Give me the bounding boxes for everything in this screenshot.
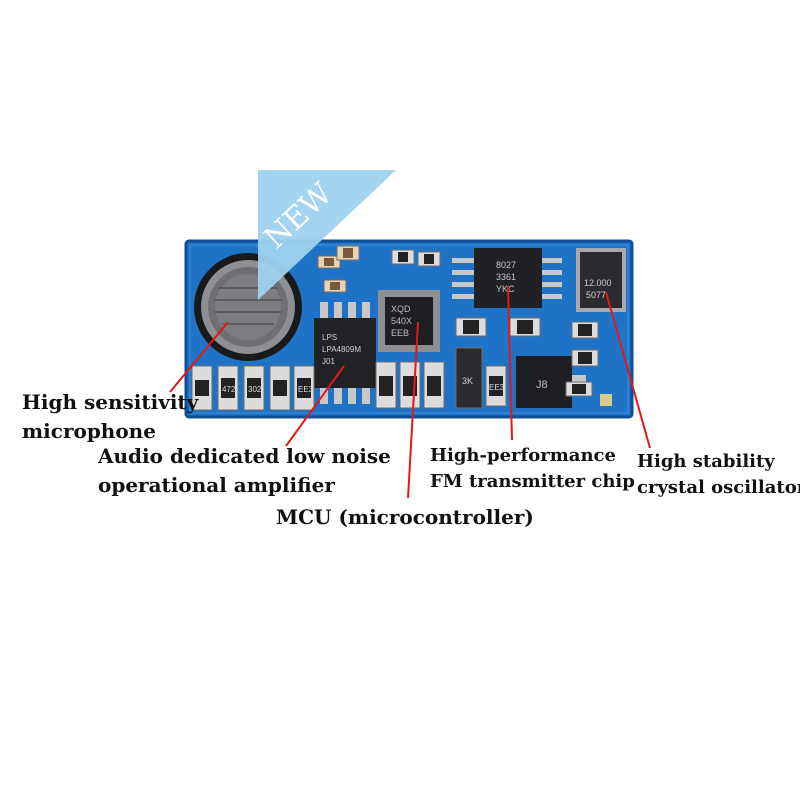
callout-fm-chip-line-2: FM transmitter chip [430,471,635,492]
mcu-marking-3: EEB [391,328,409,338]
callout-mcu: MCU (microcontroller) [276,503,534,532]
callout-microphone-line-1: High sensitivity [22,390,199,414]
crystal-oscillator: 12.000 5077 [576,248,626,312]
callout-microphone-line-2: microphone [22,419,156,443]
fm-chip-marking-2: 3361 [496,272,516,282]
callout-opamp-line-2: operational amplifier [98,473,335,497]
crystal-marking-2: 5077 [586,290,606,300]
resistor-marking-1: 472 [222,385,236,394]
opamp-marking-3: J01 [322,357,335,366]
crystal-marking-1: 12.000 [584,278,612,288]
callout-crystal-line-2: crystal oscillator [637,477,800,498]
callout-line-crystal [605,291,651,449]
mcu-marking-1: XQD [391,304,411,314]
callout-opamp-line-1: Audio dedicated low noise [98,444,391,468]
opamp-marking-1: LPS [322,333,337,342]
callout-fm-chip-line-1: High-performance [430,445,616,466]
callout-crystal: High stability crystal oscillator [637,449,800,501]
fm-chip-marking-1: 8027 [496,260,516,270]
small-part-marking-1: 3K [462,376,473,386]
regulator-marking: J8 [536,379,548,391]
callout-lines [169,285,651,499]
callout-line-opamp [285,365,345,447]
callout-mcu-line-1: MCU (microcontroller) [276,505,534,529]
callout-line-fm-chip [507,285,513,441]
opamp-marking-2: LPA4809M [322,345,361,354]
smd-components: 472 302 EE3 3K EE3 [191,245,612,411]
fm-chip-marking-3: YKC [496,284,515,294]
callout-line-mcu [407,321,419,499]
callout-crystal-line-1: High stability [637,451,775,472]
mcu-chip: XQD 540X EEB [378,290,440,352]
callout-line-microphone [169,321,229,393]
callout-fm-chip: High-performance FM transmitter chip [430,443,635,495]
small-part-marking-2: EE3 [489,383,505,392]
mcu-marking-2: 540X [391,316,412,326]
callout-microphone: High sensitivity microphone [22,388,198,446]
callout-opamp: Audio dedicated low noise operational am… [98,442,391,500]
resistor-marking-3: EE3 [298,385,314,394]
resistor-marking-2: 302 [248,385,262,394]
